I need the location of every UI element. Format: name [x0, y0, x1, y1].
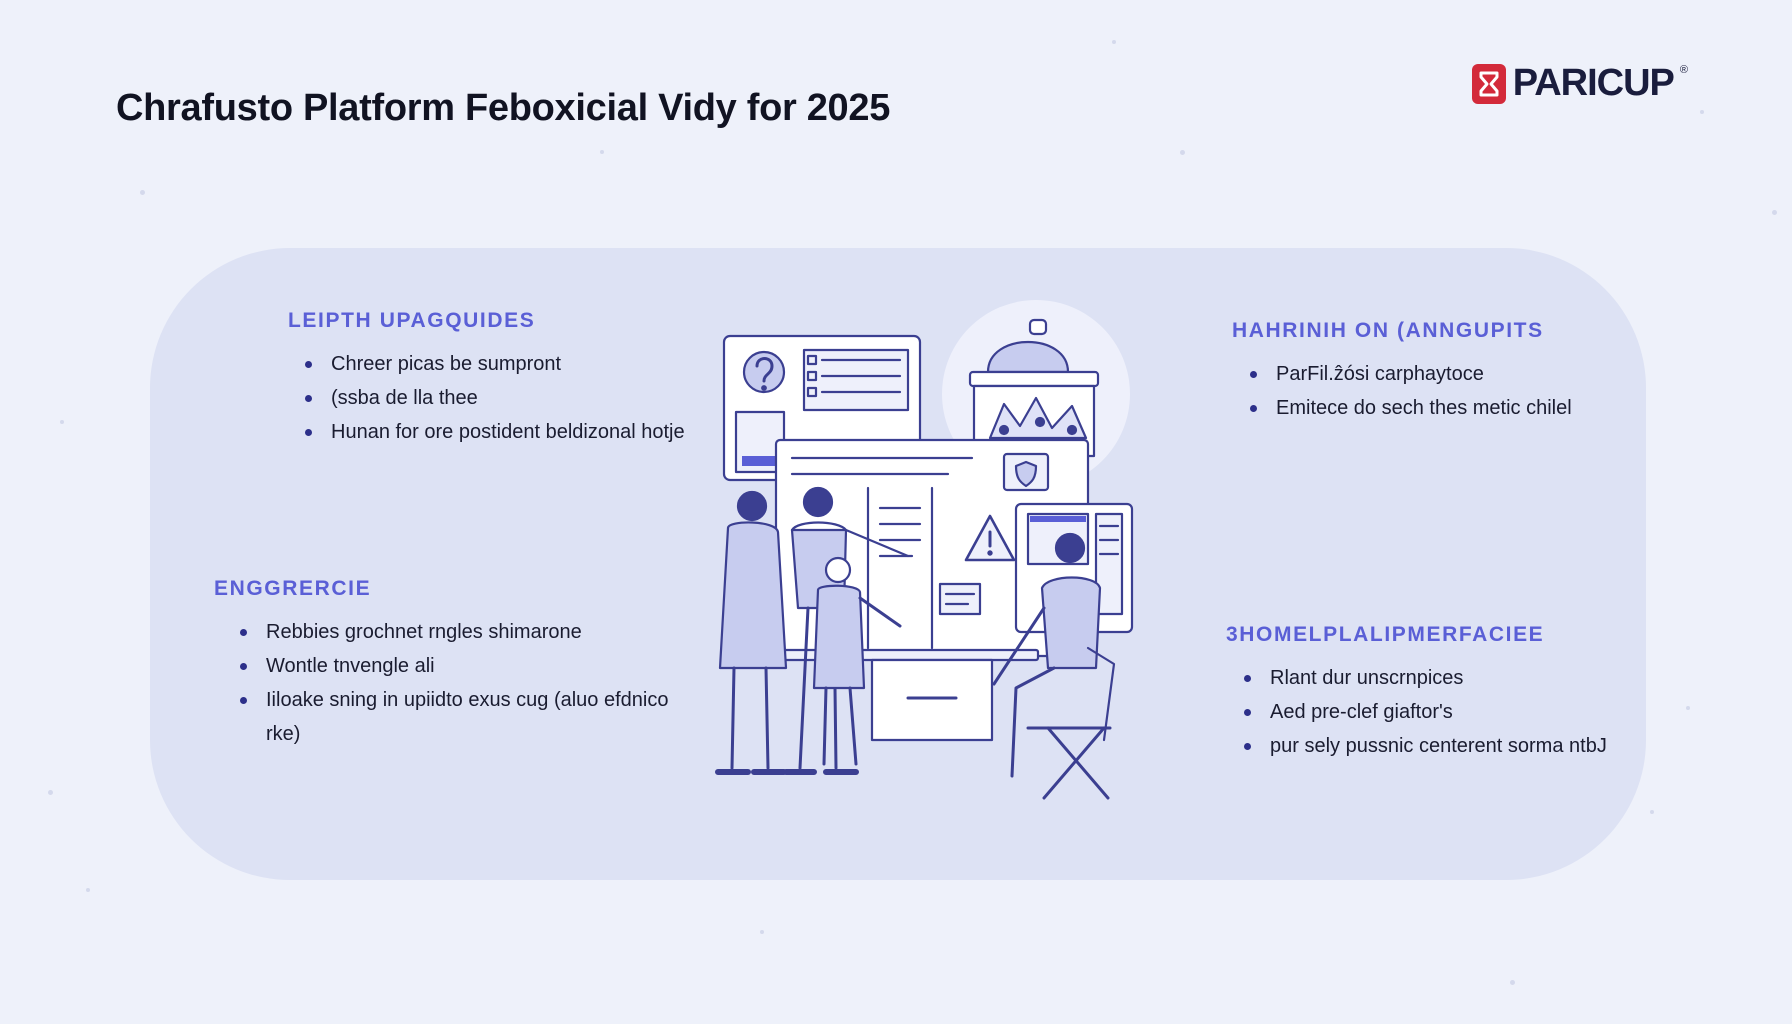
background-speckle — [86, 888, 90, 892]
list-item: Rebbies grochnet rngles shimarone — [240, 615, 674, 649]
shield-icon — [1014, 460, 1038, 488]
background-speckle — [60, 420, 64, 424]
background-speckle — [600, 150, 604, 154]
background-speckle — [140, 190, 145, 195]
list-item: (ssba de lla thee — [305, 381, 708, 415]
background-speckle — [48, 790, 53, 795]
list-item: pur sely pussnic centerent sorma ntbJ — [1244, 729, 1626, 763]
list-item: Iiloake sning in upiidto exus cug (aluo … — [240, 683, 674, 751]
section-bottom-right: 3HOMELPLALIPMERFACIEE Rlant dur unscrnpi… — [1226, 618, 1626, 763]
list-item: Hunan for ore postident beldizonal hotje — [305, 415, 708, 449]
bullet-list: Chreer picas be sumpront (ssba de lla th… — [305, 347, 708, 449]
background-speckle — [1180, 150, 1185, 155]
list-item: Emitece do sech thes metic chilel — [1250, 391, 1592, 425]
person-standing-left — [715, 490, 788, 775]
background-speckle — [760, 930, 764, 934]
list-item: Chreer picas be sumpront — [305, 347, 708, 381]
list-item: Aed pre-clef giaftor's — [1244, 695, 1626, 729]
brand-logo[interactable]: PARICUP ® — [1471, 62, 1688, 105]
bullet-list: Rebbies grochnet rngles shimarone Wontle… — [240, 615, 674, 751]
question-icon — [755, 357, 774, 383]
brand-registered-mark: ® — [1679, 64, 1688, 76]
background-speckle — [1112, 40, 1116, 44]
brand-logo-icon — [1471, 63, 1506, 104]
desk — [766, 648, 1040, 742]
background-speckle — [1650, 810, 1654, 814]
list-item: Rlant dur unscrnpices — [1244, 661, 1626, 695]
page-title: Chrafusto Platform Feboxicial Vidy for 2… — [116, 87, 891, 130]
list-item: ParFil.ẑósi carphaytoce — [1250, 357, 1592, 391]
background-speckle — [1510, 980, 1515, 985]
section-top-right: HAHRINIH ON (ANNGUPITS ParFil.ẑósi carph… — [1232, 314, 1592, 425]
brand-name: PARICUP — [1512, 62, 1675, 104]
bullet-list: ParFil.ẑósi carphaytoce Emitece do sech … — [1250, 357, 1592, 425]
background-speckle — [1686, 706, 1690, 710]
person-center — [812, 556, 902, 766]
background-speckle — [1700, 110, 1704, 114]
list-item: Wontle tnvengle ali — [240, 649, 674, 683]
bullet-list: Rlant dur unscrnpices Aed pre-clef giaft… — [1244, 661, 1626, 763]
section-heading: HAHRINIH ON (ANNGUPITS — [1232, 319, 1544, 342]
section-heading: ENGGRERCIE — [214, 577, 372, 600]
team-illustration — [715, 300, 1134, 800]
section-top-left: LEIPTH UPAGQUIDES Chreer picas be sumpro… — [288, 304, 708, 449]
section-heading: LEIPTH UPAGQUIDES — [288, 309, 536, 332]
background-speckle — [1772, 210, 1777, 215]
person-seated — [992, 532, 1116, 800]
section-heading: 3HOMELPLALIPMERFACIEE — [1226, 623, 1545, 646]
section-bottom-left: ENGGRERCIE Rebbies grochnet rngles shima… — [214, 572, 674, 751]
